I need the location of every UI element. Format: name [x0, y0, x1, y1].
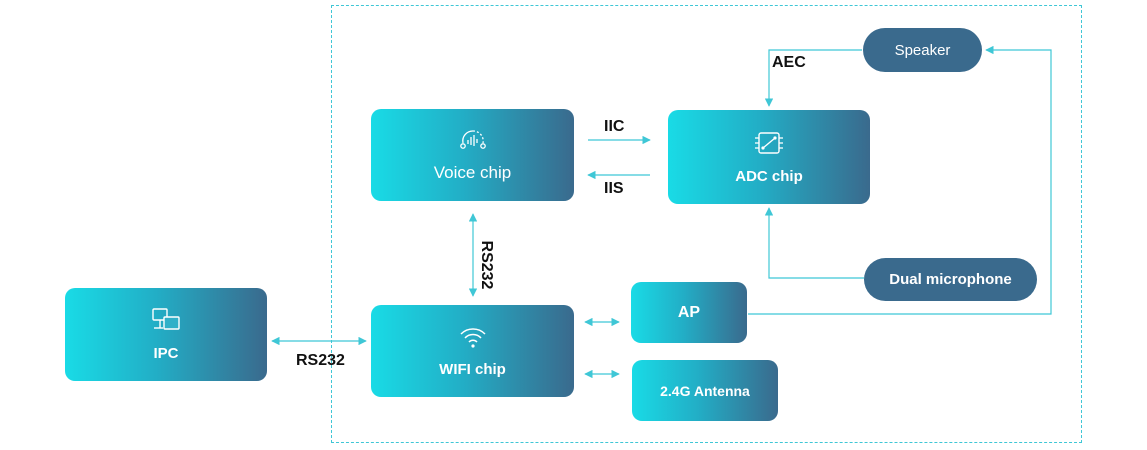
mic-adc-arrow [764, 207, 864, 279]
system-boundary [331, 5, 1082, 443]
rs232-ipc-label: RS232 [296, 352, 345, 369]
dual-microphone-label: Dual microphone [889, 271, 1012, 288]
aec-label: AEC [772, 54, 806, 71]
speaker-pill[interactable]: Speaker [863, 28, 982, 72]
speaker-label: Speaker [894, 41, 951, 59]
ap-speaker-arrow [748, 45, 1052, 315]
voice-wave-icon [459, 127, 487, 151]
aec-arrow [764, 49, 862, 107]
wifi-chip-box[interactable]: WIFI chip [371, 305, 574, 397]
ap-box[interactable]: AP [631, 282, 747, 343]
adc-chip-label: ADC chip [735, 167, 803, 185]
wifi-icon [458, 325, 488, 349]
voice-chip-label: Voice chip [433, 163, 512, 182]
antenna-label: 2.4G Antenna [660, 382, 750, 399]
rs232-vertical-label: RS232 [478, 240, 495, 290]
ipc-box[interactable]: IPC [65, 288, 267, 381]
voice-chip-box[interactable]: Voice chip [371, 109, 574, 201]
ipc-label: IPC [153, 345, 179, 362]
dual-microphone-pill[interactable]: Dual microphone [864, 258, 1037, 301]
ap-label: AP [677, 303, 701, 321]
adc-chip-box[interactable]: ADC chip [668, 110, 870, 204]
wifi-chip-label: WIFI chip [439, 360, 506, 378]
chip-icon [754, 130, 784, 156]
devices-icon [151, 307, 181, 333]
antenna-box[interactable]: 2.4G Antenna [632, 360, 778, 421]
iic-label: IIC [604, 118, 625, 135]
iis-label: IIS [604, 180, 624, 197]
